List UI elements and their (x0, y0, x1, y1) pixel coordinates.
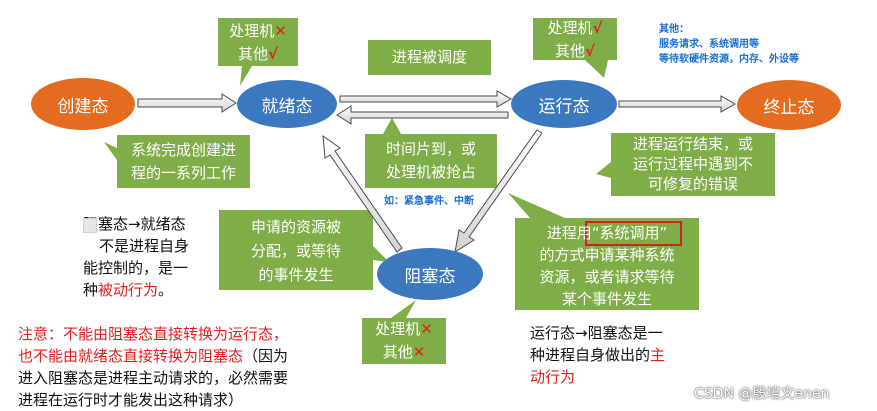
resource-allocated-line1: 申请的资源被 (250, 218, 341, 236)
callout-timeslice (365, 118, 497, 188)
state-ready-label: 就绪态 (261, 96, 313, 117)
blocked-to-ready-line2: 不是进程自身 (99, 237, 190, 255)
arrow-running-to-terminate (618, 95, 737, 113)
running-to-blocked-line2a: 种进程自身做出的 (530, 346, 651, 364)
state-blocked-label: 阻塞态 (404, 266, 456, 287)
other-label: 其他 (554, 42, 585, 60)
warning-text: 注意：不能由阻塞态直接转换为运行态， 也不能由就绪态直接转换为阻塞态（因为 进入… (18, 323, 288, 411)
resource-allocated-line2: 分配，或等待 (250, 242, 341, 260)
active-behavior-highlight-b: 动行为 (530, 368, 576, 386)
terminate-reason-line2: 运行过程中遇到不 (632, 155, 753, 173)
running-resources-text: 处理机√ 其他√ (533, 17, 617, 63)
other-examples-line1: 服务请求、系统调用等 (659, 39, 759, 50)
create-done-text: 系统完成创建进 程的一系列工作 (117, 139, 250, 185)
syscall-line4: 某个事件发生 (561, 290, 652, 308)
state-create-label: 创建态 (57, 96, 109, 117)
running-to-blocked-line1: 运行态→阻塞态是一 (530, 324, 663, 342)
blocked-to-ready-line4: 种被动行为。 (83, 279, 189, 301)
state-ready: 就绪态 (237, 80, 337, 128)
create-done-line1: 系统完成创建进 (130, 141, 236, 159)
scheduled-text: 进程被调度 (391, 48, 467, 66)
active-behavior-highlight-a: 主 (650, 346, 666, 364)
timeslice-line1: 时间片到，或 (385, 140, 476, 158)
syscall-highlight-box (585, 221, 682, 246)
state-create: 创建态 (31, 78, 135, 130)
blocked-to-ready-explanation: 阻塞态→就绪态 不是进程自身 能控制的，是一 种被动行为。 (83, 213, 189, 301)
arrow-ready-to-running (339, 90, 513, 108)
state-running-label: 运行态 (538, 96, 590, 117)
warning-line2a: 也不能由就绪态直接转换为阻塞态 (18, 347, 244, 365)
blocked-to-ready-line3: 能控制的，是一 (83, 259, 189, 277)
warning-line3: 进入阻塞态是进程主动请求的，必然需要 (18, 369, 289, 387)
other-examples-line2: 等待软硬件资源，内存、外设等 (659, 54, 799, 65)
arrow-running-to-blocked (454, 129, 543, 254)
warning-line1: 注意：不能由阻塞态直接转换为运行态， (18, 325, 289, 343)
syscall-line2: 的方式申请某种系统 (539, 246, 675, 264)
interrupt-example-note: 如：紧急事件、中断 (384, 196, 474, 207)
callout-scheduled (368, 40, 491, 75)
passive-behavior-highlight: 被动行为 (98, 281, 159, 299)
cross-mark-icon: ✕ (274, 22, 287, 40)
callout-resource-allocated (219, 210, 389, 290)
create-done-line2: 程的一系列工作 (130, 164, 236, 182)
timeslice-line2: 处理机被抢占 (385, 163, 476, 181)
check-mark-icon: √ (585, 42, 596, 60)
syscall-prefix: 进程用 (546, 224, 592, 242)
blocked-to-ready-line4c: 。 (158, 281, 174, 299)
callout-ready-resources (218, 18, 298, 86)
page-icon (83, 218, 97, 233)
blocked-to-ready-line1: 阻塞态→就绪态 (83, 215, 186, 233)
arrow-create-to-ready (137, 93, 237, 113)
cross-mark-icon: ✕ (420, 320, 433, 338)
terminate-reason-line1: 进程运行结束，或 (632, 135, 753, 153)
callout-blocked-resources (362, 300, 446, 364)
state-terminate-label: 终止态 (763, 97, 815, 118)
syscall-highlight: “系统调用” (591, 224, 668, 242)
cpu-label: 处理机 (229, 22, 275, 40)
blocked-to-ready-line4a: 种 (83, 281, 99, 299)
running-to-blocked-line2: 种进程自身做出的主 (530, 344, 665, 366)
running-to-blocked-explanation: 运行态→阻塞态是一 种进程自身做出的主 动行为 (530, 322, 665, 388)
resource-allocated-text: 申请的资源被 分配，或等待 的事件发生 (219, 215, 373, 287)
other-label: 其他 (382, 343, 413, 361)
arrow-running-to-ready (336, 105, 509, 125)
callout-running-resources (533, 18, 617, 78)
cpu-label: 处理机 (547, 19, 593, 37)
other-examples-note: 其他： 服务请求、系统调用等 等待软硬件资源，内存、外设等 (659, 22, 799, 67)
terminate-reason-line3: 可修复的错误 (647, 175, 738, 193)
check-mark-icon: √ (592, 19, 603, 37)
syscall-line3: 资源，或者请求等待 (539, 268, 675, 286)
warning-line4: 进程在运行时才能发出这种请求） (18, 391, 244, 409)
cpu-label: 处理机 (375, 320, 421, 338)
blocked-resources-text: 处理机✕ 其他✕ (362, 318, 446, 364)
cross-mark-icon: ✕ (412, 343, 426, 361)
other-label: 其他 (237, 45, 268, 63)
callout-create-done (104, 135, 250, 188)
blocked-to-ready-line2-row: 不是进程自身 (83, 218, 190, 257)
arrow-blocked-to-ready (322, 134, 403, 253)
resource-allocated-line3: 的事件发生 (258, 266, 334, 284)
state-running: 运行态 (511, 80, 617, 128)
state-blocked: 阻塞态 (377, 248, 483, 300)
ready-resources-text: 处理机✕ 其他√ (218, 20, 298, 66)
terminate-reason-text: 进程运行结束，或 运行过程中遇到不 可修复的错误 (611, 134, 775, 194)
warning-line2b: （因为 (243, 347, 289, 365)
timeslice-text: 时间片到，或 处理机被抢占 (365, 138, 497, 184)
warning-line2: 也不能由就绪态直接转换为阻塞态（因为 (18, 345, 288, 367)
check-mark-icon: √ (268, 45, 279, 63)
state-terminate: 终止态 (737, 80, 841, 130)
watermark: CSDN @殷培文enen (694, 386, 830, 402)
other-examples-title: 其他： (659, 24, 689, 35)
callout-terminate-reason (596, 133, 775, 196)
syscall-text: 进程用“系统调用” 的方式申请某种系统 资源，或者请求等待 某个事件发生 (515, 222, 699, 310)
